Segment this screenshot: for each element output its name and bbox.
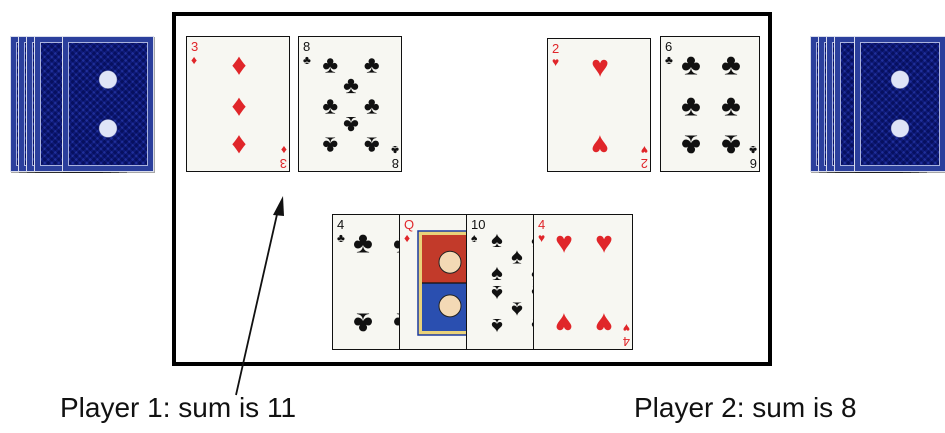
card-pip: ♣	[681, 49, 701, 82]
card-suit-index-bottom: ♦	[281, 143, 287, 157]
card-rank-bottom: 4	[623, 334, 630, 349]
card-suit-index: ♥	[552, 55, 559, 69]
card-pip: ♠	[491, 260, 503, 285]
card-pip: ♣	[721, 90, 741, 123]
card-pip: ♠	[491, 314, 503, 339]
card-pip: ♦	[231, 90, 246, 123]
player-2-card-1[interactable]: 2♥2♥♥♥	[547, 38, 651, 172]
card-rank-bottom: 2	[641, 156, 648, 171]
card-pip: ♣	[322, 131, 338, 158]
card-face: 3♦3♦♦♦♦	[187, 37, 291, 173]
card-pip: ♥	[595, 306, 613, 339]
card-pip: ♣	[322, 92, 338, 119]
card-pip: ♦	[231, 128, 246, 161]
player-1-card-1[interactable]: 3♦3♦♦♦♦	[186, 36, 290, 172]
card-pip: ♣	[343, 111, 359, 138]
card-pip: ♣	[343, 72, 359, 99]
card-suit-index-bottom: ♥	[641, 143, 648, 157]
card-pip: ♥	[555, 227, 573, 260]
card-rank-bottom: 8	[392, 156, 399, 171]
card-pip: ♥	[591, 129, 609, 162]
card-pip: ♠	[491, 281, 503, 306]
card-face: 4♥4♥♥♥♥♥	[534, 215, 634, 351]
card-pip: ♠	[511, 298, 523, 323]
card-rank: 4	[538, 217, 545, 232]
card-rank: Q	[404, 217, 414, 232]
card-pip: ♥	[595, 227, 613, 260]
card-pip: ♥	[555, 306, 573, 339]
card-face: 6♣6♣♣♣♣♣♣♣	[661, 37, 761, 173]
card-rank-bottom: 3	[280, 156, 287, 171]
deck-card-back	[62, 36, 154, 172]
card-suit-index: ♦	[191, 53, 197, 67]
card-pip: ♣	[681, 90, 701, 123]
card-rank: 3	[191, 39, 198, 54]
player-2-card-2[interactable]: 6♣6♣♣♣♣♣♣♣	[660, 36, 760, 172]
queen-face-icon	[439, 251, 461, 273]
card-pip: ♣	[681, 128, 701, 161]
card-pip: ♣	[721, 49, 741, 82]
card-pip: ♣	[353, 306, 373, 339]
card-rank: 2	[552, 41, 559, 56]
card-face: 2♥2♥♥♥	[548, 39, 652, 173]
card-pip: ♣	[353, 227, 373, 260]
card-rank: 6	[665, 39, 672, 54]
card-suit-index: ♥	[538, 231, 545, 245]
card-suit-index: ♣	[337, 231, 345, 245]
card-suit-index: ♣	[665, 53, 673, 67]
card-pip: ♦	[231, 49, 246, 82]
deck-card-back	[854, 36, 945, 172]
card-rank: 8	[303, 39, 310, 54]
card-suit-index: ♣	[303, 53, 311, 67]
card-suit-index-bottom: ♣	[391, 143, 399, 157]
card-suit-index-bottom: ♥	[623, 321, 630, 335]
card-pip: ♣	[364, 131, 380, 158]
card-face: 8♣8♣♣♣♣♣♣♣♣♣	[299, 37, 403, 173]
player-2-caption: Player 2: sum is 8	[634, 392, 857, 424]
queen-face-icon	[439, 295, 461, 317]
card-pip: ♠	[511, 244, 523, 269]
card-pip: ♣	[364, 52, 380, 79]
card-suit-index: ♠	[471, 231, 478, 245]
player-1-card-2[interactable]: 8♣8♣♣♣♣♣♣♣♣♣	[298, 36, 402, 172]
card-pip: ♥	[591, 50, 609, 83]
card-pip: ♣	[721, 128, 741, 161]
card-suit-index-bottom: ♣	[749, 143, 757, 157]
card-rank-bottom: 6	[750, 156, 757, 171]
player-1-caption: Player 1: sum is 11	[60, 392, 296, 424]
card-pip: ♣	[322, 52, 338, 79]
card-suit-index: ♦	[404, 231, 410, 245]
card-pip: ♠	[491, 227, 503, 252]
card-pip: ♣	[364, 92, 380, 119]
card-rank: 4	[337, 217, 344, 232]
center-card-4[interactable]: 4♥4♥♥♥♥♥	[533, 214, 633, 350]
card-rank: 10	[471, 217, 485, 232]
